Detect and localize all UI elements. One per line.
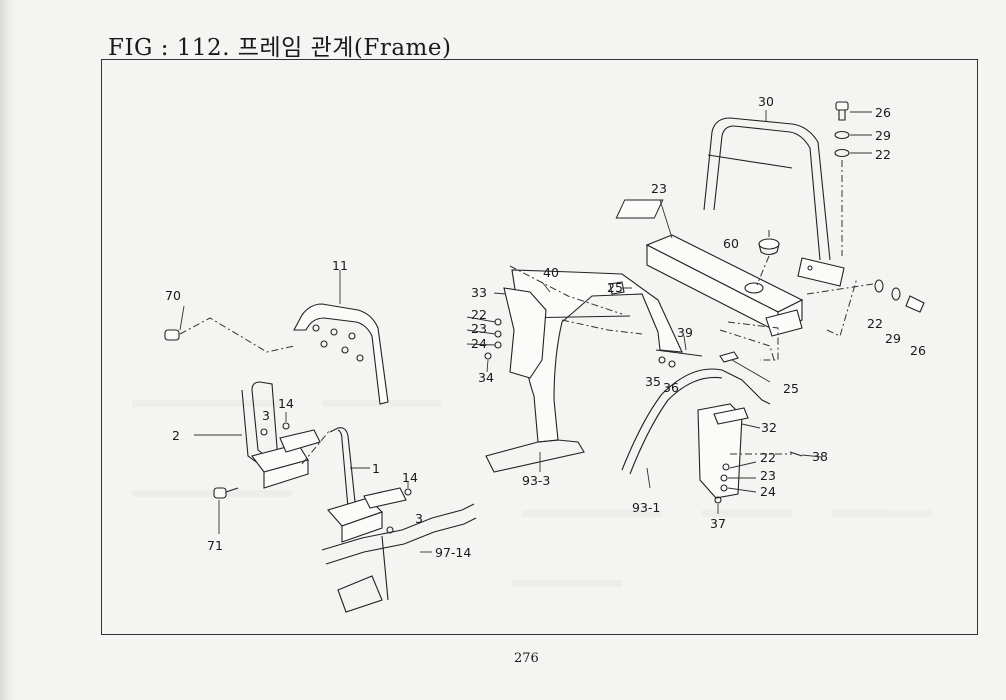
callout-23a: 23: [651, 181, 667, 196]
screw-71: [213, 487, 239, 534]
callout-23c: 23: [760, 468, 776, 483]
callout-22c: 22: [867, 316, 883, 331]
callout-2: 2: [172, 428, 180, 443]
callout-37: 37: [710, 516, 726, 531]
callout-3b: 3: [415, 511, 423, 526]
figure-title: FIG : 112. 프레임 관계(Frame): [108, 35, 452, 61]
callout-3a: 3: [262, 408, 270, 423]
callout-22d: 22: [760, 450, 776, 465]
callout-11: 11: [332, 258, 348, 273]
part-roll-bar-30: [615, 117, 845, 287]
callout-25b: 25: [783, 381, 799, 396]
part-frame-97-14: [321, 503, 477, 613]
callout-14b: 14: [402, 470, 418, 485]
callout-24b: 24: [760, 484, 776, 499]
fasteners-3-14: [260, 412, 412, 534]
show-through-ghost: [132, 400, 932, 587]
callout-35: 35: [645, 374, 661, 389]
callout-32: 32: [761, 420, 777, 435]
part-fender-93-1: [621, 368, 771, 499]
callout-60: 60: [723, 236, 739, 251]
callout-23b: 23: [471, 321, 487, 336]
callout-40: 40: [543, 265, 559, 280]
exploded-parts-diagram: 30 26 29 22 23 60 11 70 40 33 25 22 23 2…: [101, 59, 978, 635]
callout-93-1: 93-1: [632, 500, 660, 515]
callout-29b: 29: [885, 331, 901, 346]
callout-29a: 29: [875, 128, 891, 143]
callout-70: 70: [165, 288, 181, 303]
center-lines: [561, 319, 779, 361]
callout-30: 30: [758, 94, 774, 109]
leader-lines: [179, 110, 823, 493]
part-handle-frame-2: [194, 381, 321, 489]
callout-14a: 14: [278, 396, 294, 411]
part-guard-11: [293, 270, 389, 405]
callout-93-3: 93-3: [522, 473, 550, 488]
page-binding-edge: [0, 0, 16, 700]
callout-71: 71: [207, 538, 223, 553]
callout-labels: 30 26 29 22 23 60 11 70 40 33 25 22 23 2…: [165, 94, 926, 560]
part-handle-1: [301, 427, 407, 543]
part-grommet-60: [756, 230, 780, 286]
callout-1: 1: [372, 461, 380, 476]
callout-36: 36: [663, 380, 679, 395]
callout-97-14: 97-14: [435, 545, 471, 560]
page-number: 276: [514, 651, 539, 666]
callout-33: 33: [471, 285, 487, 300]
callout-22a: 22: [875, 147, 891, 162]
callout-24a: 24: [471, 336, 487, 351]
callout-39: 39: [677, 325, 693, 340]
fasteners-right-fender: [714, 423, 803, 514]
callout-34: 34: [478, 370, 494, 385]
screw-70: [164, 317, 295, 353]
plates-25-pin-39: [609, 281, 775, 383]
bolt-stack-right: [806, 277, 925, 337]
callout-26a: 26: [875, 105, 891, 120]
callout-25a: 25: [607, 280, 623, 295]
part-cross-beam-23: [645, 199, 804, 337]
bolt-stack-upper: [834, 101, 872, 256]
callout-26b: 26: [910, 343, 926, 358]
